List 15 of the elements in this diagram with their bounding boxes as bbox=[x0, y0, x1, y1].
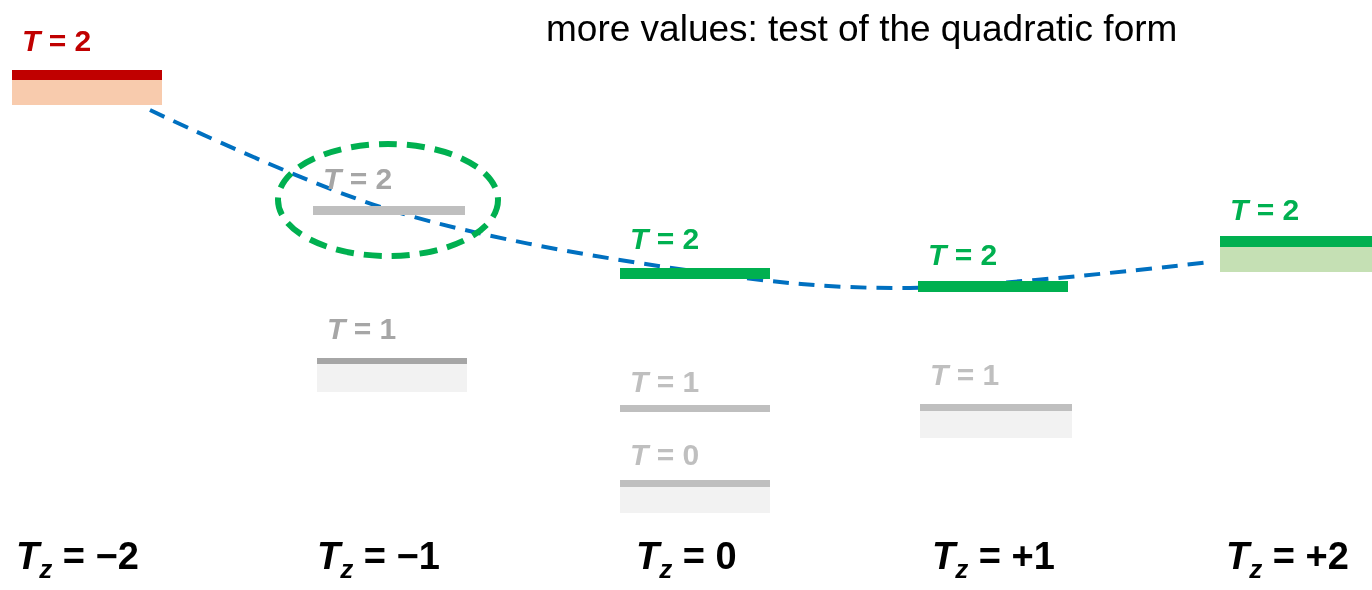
level-label: T = 1 bbox=[630, 365, 700, 399]
axis-category-label: T$_{z}$ = +2 bbox=[1226, 535, 1349, 585]
level-label: T = 2 bbox=[1230, 193, 1300, 227]
level-label: T = 2 bbox=[323, 162, 393, 196]
level-label: T = 1 bbox=[930, 358, 1000, 392]
axis-category-label: T$_{z}$ = −2 bbox=[16, 535, 139, 585]
level-label: T = 0 bbox=[630, 438, 700, 472]
level-label: T = 2 bbox=[630, 222, 700, 256]
axis-category-label: T$_{z}$ = −1 bbox=[317, 535, 440, 585]
level-label: T = 2 bbox=[22, 24, 92, 58]
level-label: T = 1 bbox=[327, 312, 397, 346]
title-text: more values: test of the quadratic form bbox=[546, 8, 1178, 50]
axis-category-label: T$_{z}$ = +1 bbox=[932, 535, 1055, 585]
axis-category-label: T$_{z}$ = 0 bbox=[636, 535, 737, 585]
level-label: T = 2 bbox=[928, 238, 998, 272]
